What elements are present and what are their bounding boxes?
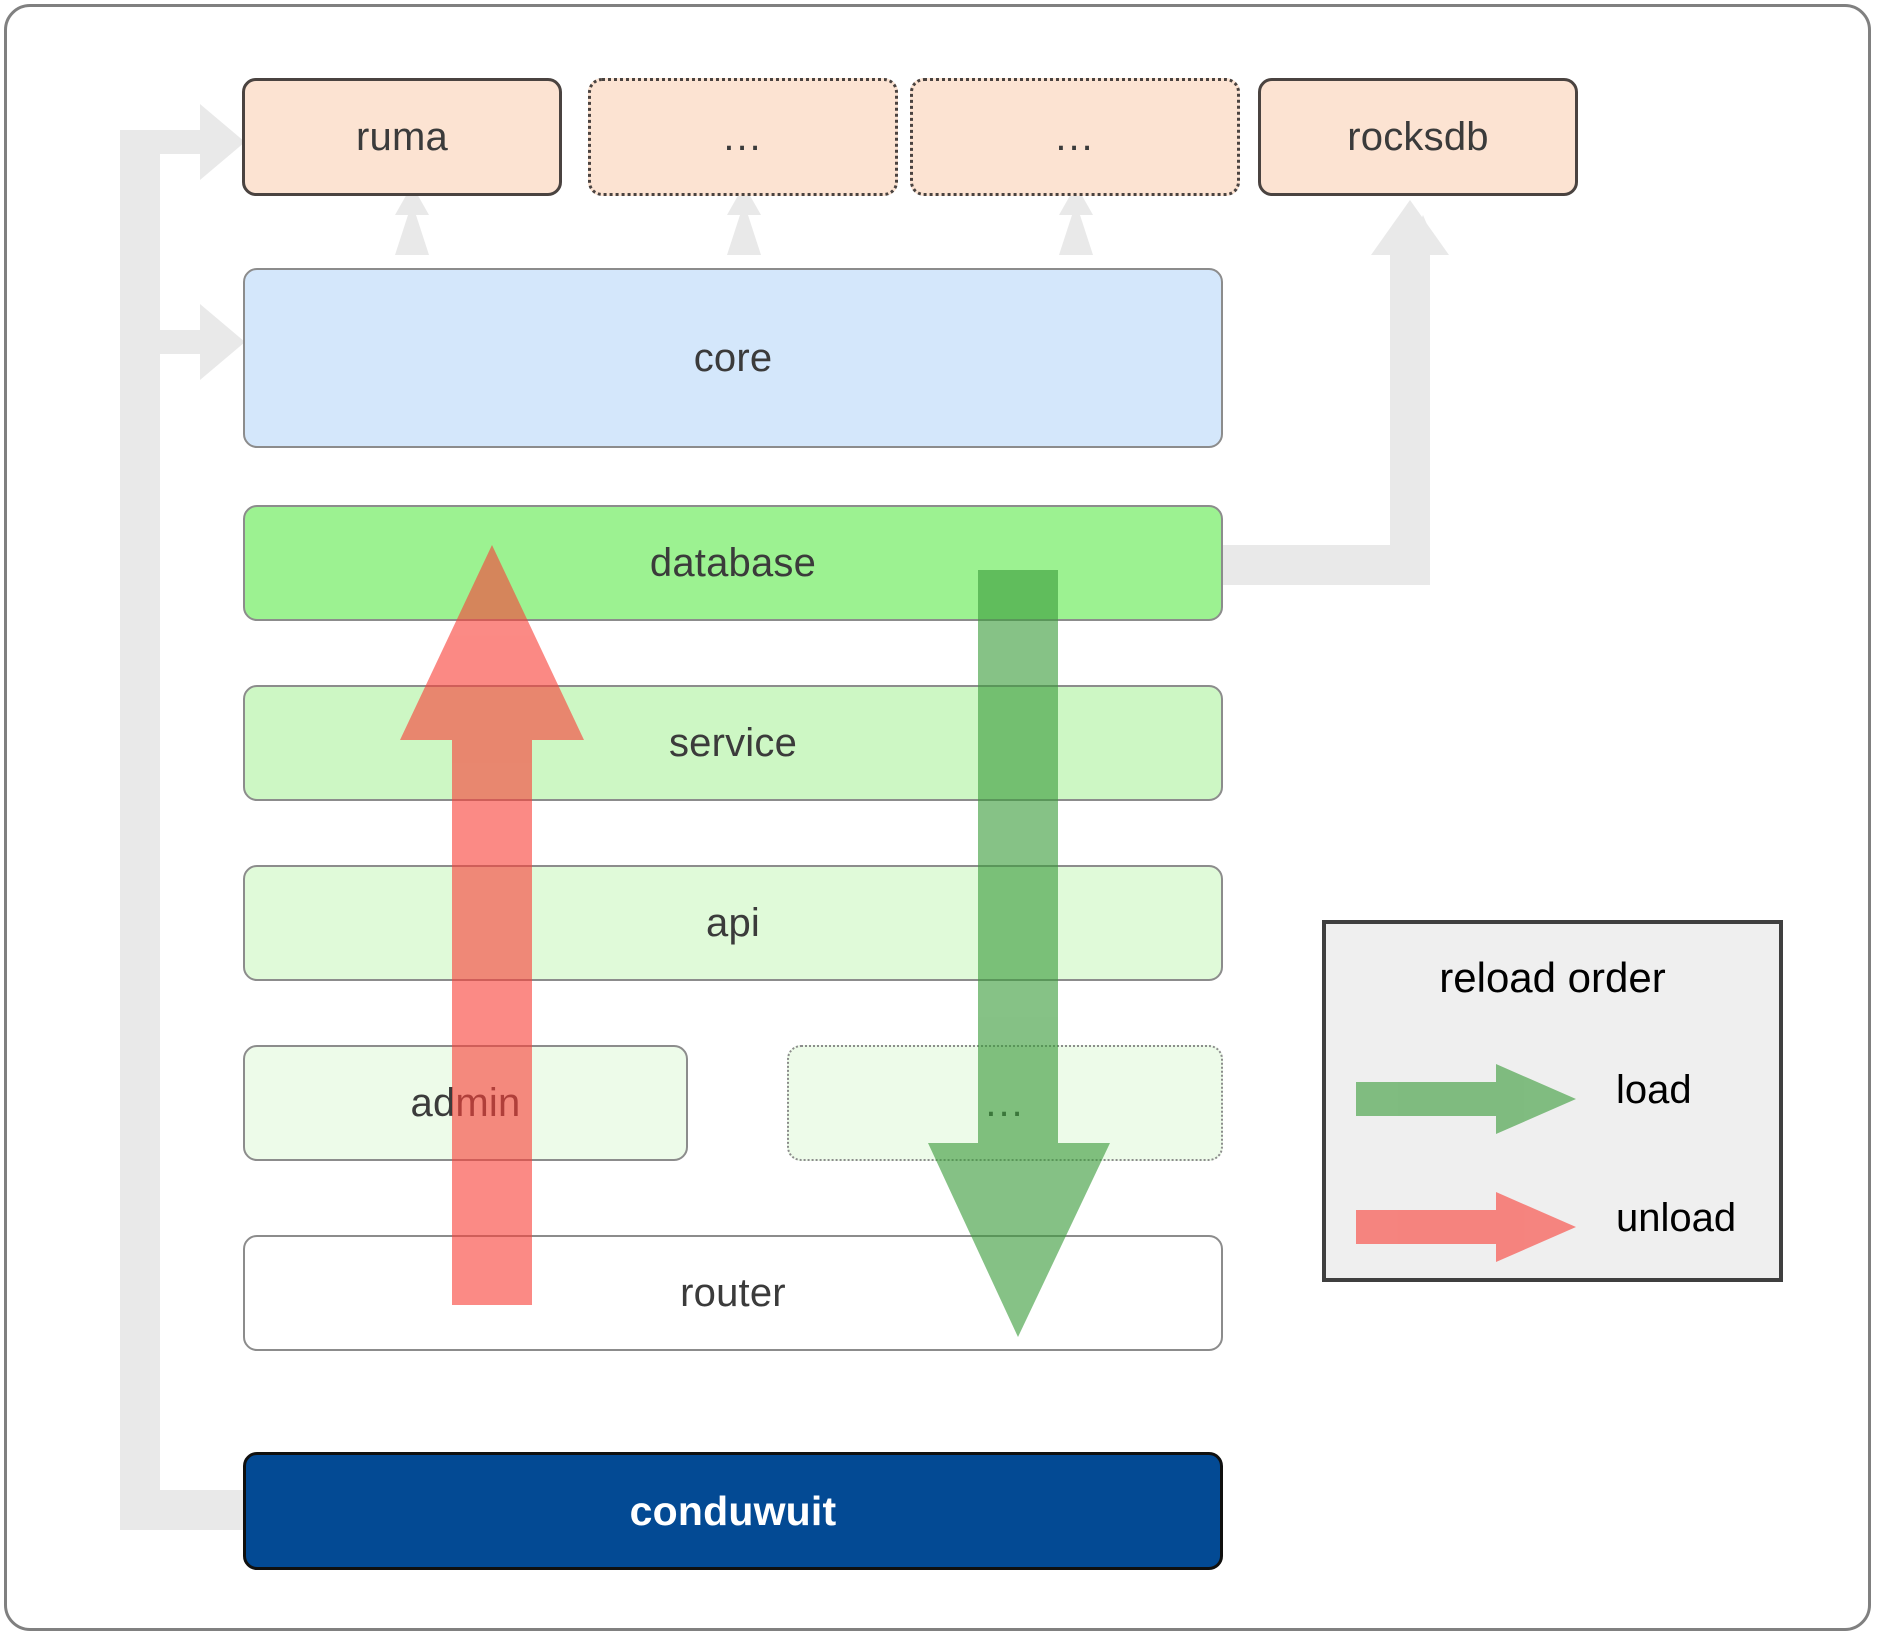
layer-label-router: router: [680, 1270, 786, 1315]
dep-label-ellipsis-2: ...: [1055, 114, 1095, 159]
layer-label-service: service: [668, 720, 798, 765]
layer-label-core: core: [693, 335, 773, 380]
layer-label-ellipsis: ...: [985, 1080, 1025, 1125]
dep-box-ruma[interactable]: ruma: [242, 78, 562, 196]
layer-box-api[interactable]: api: [243, 865, 1223, 981]
legend-panel: reload order load unload: [1322, 920, 1783, 1282]
layer-box-database[interactable]: database: [243, 505, 1223, 621]
layer-box-ellipsis[interactable]: ...: [787, 1045, 1223, 1161]
dep-box-ellipsis-1[interactable]: ...: [588, 78, 898, 196]
dep-label-ellipsis-1: ...: [723, 114, 763, 159]
binary-box-conduwuit[interactable]: conduwuit: [243, 1452, 1223, 1570]
diagram-frame: [4, 4, 1871, 1631]
legend-row-unload: unload: [1326, 1182, 1779, 1272]
layer-label-admin: admin: [410, 1080, 521, 1125]
legend-row-load: load: [1326, 1054, 1779, 1144]
layer-label-database: database: [649, 540, 817, 585]
layer-label-api: api: [706, 900, 760, 945]
legend-title: reload order: [1439, 954, 1666, 1001]
dep-label-ruma: ruma: [356, 114, 448, 159]
layer-box-core[interactable]: core: [243, 268, 1223, 448]
legend-unload-arrow-icon: [1356, 1192, 1576, 1262]
dep-box-ellipsis-2[interactable]: ...: [910, 78, 1240, 196]
binary-label-conduwuit: conduwuit: [629, 1487, 837, 1534]
layer-box-admin[interactable]: admin: [243, 1045, 688, 1161]
layer-box-service[interactable]: service: [243, 685, 1223, 801]
dep-label-rocksdb: rocksdb: [1347, 114, 1489, 159]
layer-box-router[interactable]: router: [243, 1235, 1223, 1351]
dep-box-rocksdb[interactable]: rocksdb: [1258, 78, 1578, 196]
legend-label-unload: unload: [1616, 1196, 1737, 1240]
legend-load-arrow-icon: [1356, 1064, 1576, 1134]
legend-label-load: load: [1616, 1068, 1692, 1112]
